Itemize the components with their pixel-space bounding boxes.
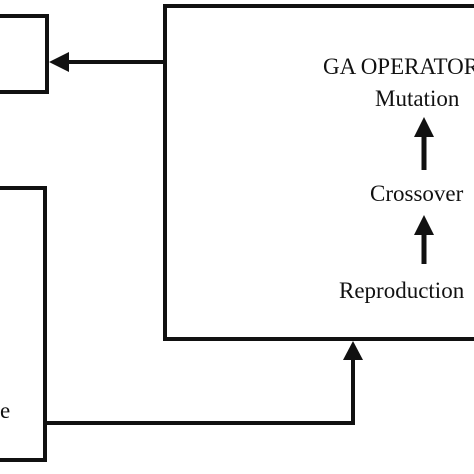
step-mutation: Mutation [375,86,460,111]
step-reproduction: Reproduction [339,278,465,303]
arrowhead-up-bottom [343,341,363,360]
arrowhead-left [49,52,69,72]
lower-box-text-fragment: e [0,398,10,423]
arrowhead-up-icon [414,117,434,137]
top-left-box [0,14,49,94]
ga-operators-box [163,4,474,341]
lower-left-box [0,186,47,462]
step-crossover: Crossover [370,181,464,206]
arrowhead-up-icon [414,215,434,235]
ga-operators-title: GA OPERATORS [323,54,474,79]
connector-lower-box-to-ga [45,358,355,425]
